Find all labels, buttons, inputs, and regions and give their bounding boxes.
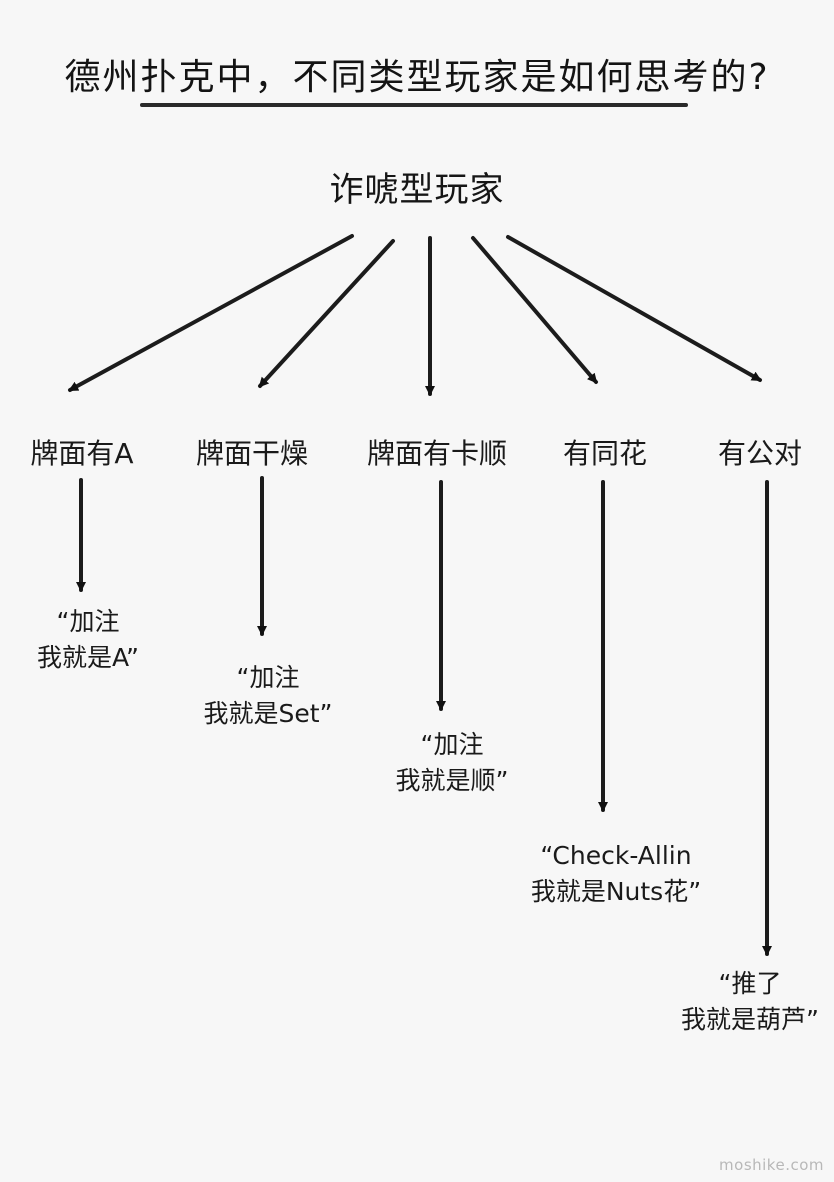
quote-2: “加注 我就是Set” <box>138 660 398 732</box>
quote-4: “Check-Allin 我就是Nuts花” <box>486 838 746 910</box>
branch-node-5: 有公对 <box>717 437 802 470</box>
quote-4-line-1: “Check-Allin <box>540 841 692 870</box>
quote-3-line-2: 我就是顺” <box>395 766 509 795</box>
quote-3: “加注 我就是顺” <box>322 727 582 799</box>
diagram-title: 德州扑克中，不同类型玩家是如何思考的? <box>64 57 770 98</box>
quote-1-line-2: 我就是A” <box>37 643 139 672</box>
branch-node-2: 牌面干燥 <box>195 437 308 470</box>
quote-5-line-1: “推了 <box>718 969 782 998</box>
arrow-root-to-branch-1 <box>68 234 354 392</box>
branch-node-3: 牌面有卡顺 <box>366 437 507 470</box>
quote-1-line-1: “加注 <box>56 607 120 636</box>
arrow-root-to-branch-2 <box>258 239 395 388</box>
arrow-root-to-branch-5 <box>506 235 762 382</box>
title-underline <box>140 103 688 107</box>
branch-node-4: 有同花 <box>562 437 647 470</box>
quote-5: “推了 我就是葫芦” <box>620 966 834 1038</box>
quote-3-line-1: “加注 <box>420 730 484 759</box>
watermark-text: moshike.com <box>719 1156 824 1174</box>
branch-node-1: 牌面有A <box>30 437 134 470</box>
quote-5-line-2: 我就是葫芦” <box>681 1005 819 1034</box>
quote-4-line-2: 我就是Nuts花” <box>530 877 702 906</box>
quote-2-line-2: 我就是Set” <box>203 699 333 728</box>
root-node-label: 诈唬型玩家 <box>329 170 505 210</box>
arrow-root-to-branch-4 <box>471 236 598 384</box>
quote-1: “加注 我就是A” <box>0 604 218 676</box>
quote-2-line-1: “加注 <box>236 663 300 692</box>
